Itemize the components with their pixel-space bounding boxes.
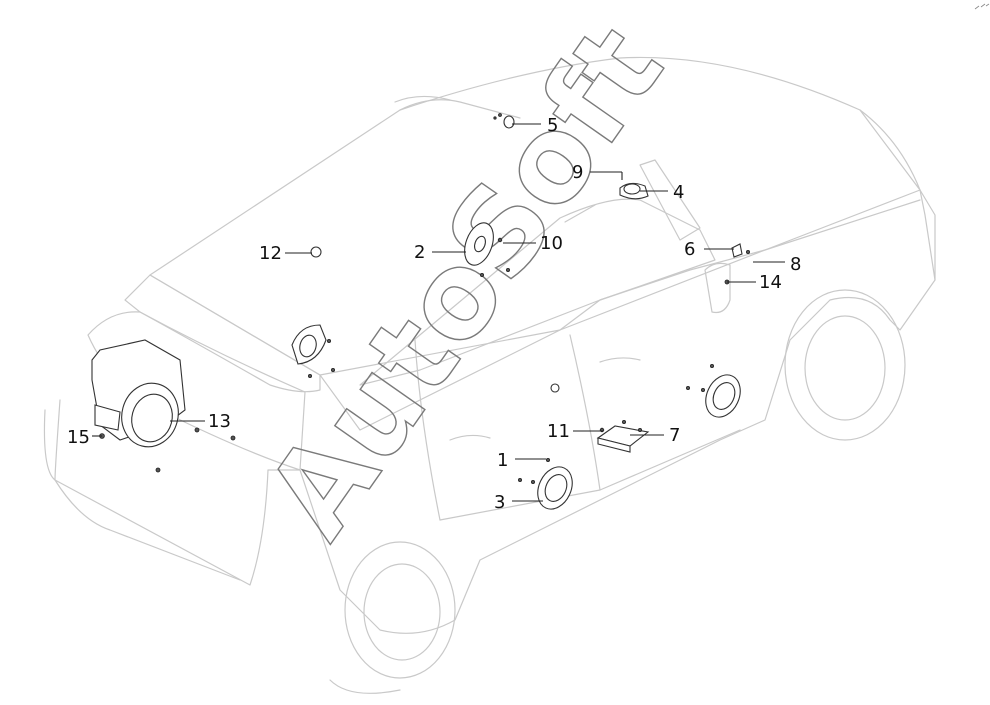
- callout-7: 7: [669, 425, 680, 446]
- callout-5: 5: [547, 115, 558, 136]
- part-2-speaker: [464, 222, 510, 277]
- callout-10: 10: [540, 233, 563, 254]
- part-front-door-speaker: [686, 363, 741, 418]
- part-4-tweeter: [619, 159, 701, 241]
- callout-1: 1: [497, 450, 508, 471]
- callout-12: 12: [259, 243, 282, 264]
- callout-14: 14: [759, 272, 782, 293]
- callout-15: 15: [67, 427, 90, 448]
- callout-9: 9: [572, 162, 583, 183]
- parts: [91, 113, 751, 510]
- part-6-bracket: [731, 243, 751, 258]
- part-13-subwoofer: [91, 339, 236, 473]
- callout-6: 6: [684, 239, 695, 260]
- watermark-text: AutoSoft: [240, 1, 690, 561]
- corner-mark: [974, 3, 990, 10]
- part-7-amplifier: [596, 419, 650, 453]
- callout-8: 8: [790, 254, 801, 275]
- callout-3: 3: [494, 492, 505, 513]
- door-hub: [550, 383, 560, 393]
- callout-11: 11: [547, 421, 570, 442]
- part-12-grommet: [310, 246, 322, 258]
- callout-4: 4: [673, 182, 684, 203]
- callout-13: 13: [208, 411, 231, 432]
- car-outline: [43, 56, 936, 694]
- leader-lines: [92, 123, 785, 502]
- part-3-speaker: [518, 457, 573, 510]
- callout-2: 2: [414, 242, 425, 263]
- part-5-clip: [493, 113, 515, 129]
- callout-labels: 1 2 3 4 5 6 7 8 9 10 11 12 13 14 15: [67, 115, 801, 513]
- part-rear-speaker: [291, 324, 335, 378]
